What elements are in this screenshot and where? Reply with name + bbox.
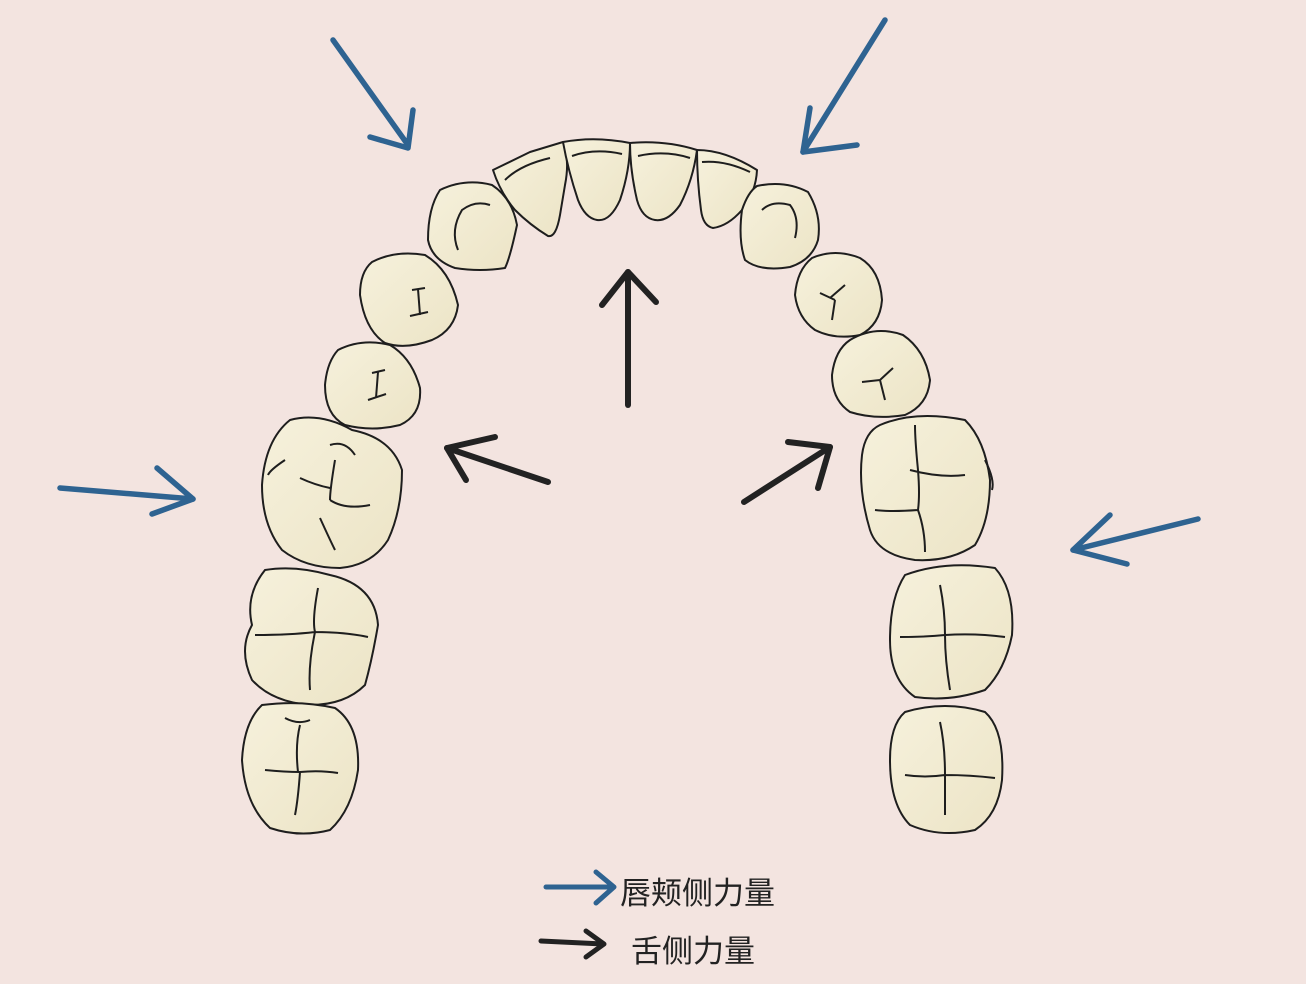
tooth-lateral-left bbox=[427, 181, 518, 271]
black-arrow-icon bbox=[444, 434, 551, 485]
tooth-incisor bbox=[562, 138, 631, 222]
tooth-molar-right-1 bbox=[860, 415, 994, 562]
tooth-premolar-left-2 bbox=[324, 341, 422, 430]
tooth-incisor bbox=[629, 141, 698, 222]
legend-lingual-arrow-icon bbox=[538, 928, 607, 960]
legend-buccal-arrow-icon bbox=[543, 869, 617, 906]
tooth-molar-left-2 bbox=[244, 567, 379, 706]
legend-buccal-label: 唇颊侧力量 bbox=[620, 876, 775, 912]
blue-arrow-icon bbox=[1070, 512, 1201, 567]
tooth-molar-right-2 bbox=[889, 564, 1014, 700]
black-arrow-icon bbox=[741, 439, 833, 505]
buccal-force-arrows bbox=[57, 17, 1201, 567]
legend bbox=[538, 869, 617, 960]
tooth-molar-left-3 bbox=[241, 702, 360, 835]
tooth-premolar-right-1 bbox=[794, 252, 883, 338]
legend-lingual-label: 舌侧力量 bbox=[631, 934, 755, 970]
tooth-molar-right-3 bbox=[889, 705, 1004, 834]
blue-arrow-icon bbox=[57, 465, 196, 517]
blue-arrow-icon bbox=[330, 37, 416, 151]
tooth-premolar-left-1 bbox=[359, 252, 459, 347]
blue-arrow-icon bbox=[800, 17, 888, 155]
tooth-premolar-right-2 bbox=[831, 330, 931, 418]
tooth-lateral-right bbox=[739, 183, 820, 270]
dental-arch bbox=[241, 138, 1014, 835]
lingual-force-arrows bbox=[444, 269, 833, 505]
black-arrow-icon bbox=[599, 269, 659, 408]
tooth-molar-left-1 bbox=[261, 416, 403, 569]
